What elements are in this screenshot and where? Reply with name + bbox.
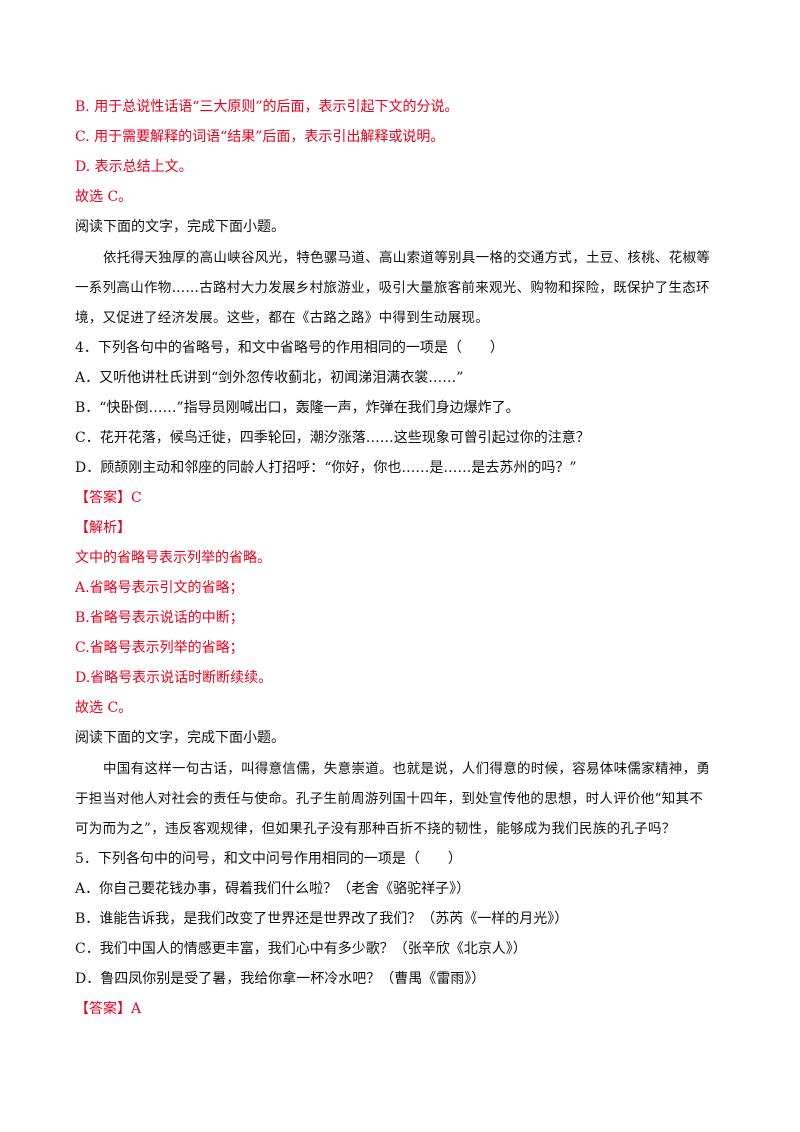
question5-stem: 5．下列各句中的问号，和文中问号作用相同的一项是（ ） [75,851,462,867]
question5-option-d: D．鲁四凤你别是受了暑，我给你拿一杯冷水吧？（曹禺《雷雨》） [75,971,486,987]
question4-option-b: B．“快卧倒……”指导员刚喊出口，轰隆一声，炸弹在我们身边爆炸了。 [75,400,520,416]
analysis-label: 【解析】 [75,520,131,536]
analysis-line-4: C.省略号表示列举的省略； [75,640,244,656]
question5-option-a: A．你自己要花钱办事，碍着我们什么啦？（老舍《骆驼祥子》） [75,881,471,897]
question5-answer: 【答案】A [75,999,760,1019]
question4-answer: 【答案】C [75,488,760,508]
answer-value: A [131,1001,142,1017]
question4-option-c: C．花开花落，候鸟迁徙，四季轮回，潮汐涨落……这些现象可曾引起过你的注意？ [75,430,590,446]
explanation-option-b: B. 用于总说性话语“三大原则”的后面，表示引起下文的分说。 [75,99,459,115]
passage1-line-2: 一系列高山作物……古路村大力发展乡村旅游业，吸引大量旅客前来观光、购物和探险，既… [75,280,710,296]
answer-value: C [131,490,142,506]
passage2-line-3: 可为而为之”，违反客观规律，但如果孔子没有那种百折不挠的韧性，能够成为我们民族的… [75,821,676,837]
analysis-line-2: A.省略号表示引文的省略； [75,580,244,596]
answer-label: 【答案】 [75,490,131,506]
passage1-intro: 阅读下面的文字，完成下面小题。 [75,219,285,235]
analysis-line-1: 文中的省略号表示列举的省略。 [75,550,271,566]
passage2-line-1: 中国有这样一句古话，叫得意信儒，失意崇道。也就是说，人们得意的时候，容易体味儒家… [103,761,711,777]
analysis-line-3: B.省略号表示说话的中断； [75,610,244,626]
question5-option-c: C．我们中国人的情感更丰富，我们心中有多少歌？（张辛欣《北京人》） [75,941,527,957]
explanation-option-d: D. 表示总结上文。 [75,159,193,175]
analysis-line-5: D.省略号表示说话时断断续续。 [75,670,273,686]
answer-label: 【答案】 [75,1001,131,1017]
question4-option-d: D．顾颉刚主动和邻座的同龄人打招呼：“你好，你也……是……是去苏州的吗？” [75,460,577,476]
passage2-intro: 阅读下面的文字，完成下面小题。 [75,730,285,746]
passage2-line-2: 于担当对他人对社会的责任与使命。孔子生前周游列国十四年，到处宣传他的思想，时人评… [75,791,704,807]
passage1-line-3: 境，又促进了经济发展。这些，都在《古路之路》中得到生动展现。 [75,310,489,326]
explanation-option-c: C. 用于需要解释的词语“结果”后面，表示引出解释或说明。 [75,129,445,145]
question4-option-a: A．又听他讲杜氏讲到“剑外忽传收蓟北，初闻涕泪满衣裳……” [75,370,464,386]
passage1-line-1: 依托得天独厚的高山峡谷风光，特色骡马道、高山索道等别具一格的交通方式，土豆、核桃… [103,250,711,266]
question4-stem: 4．下列各句中的省略号，和文中省略号的作用相同的一项是（ ） [75,340,504,356]
question5-option-b: B．谁能告诉我，是我们改变了世界还是世界改了我们？（苏芮《一样的月光》） [75,911,569,927]
conclusion-1: 故选 C。 [75,189,133,205]
analysis-conclusion: 故选 C。 [75,700,133,716]
